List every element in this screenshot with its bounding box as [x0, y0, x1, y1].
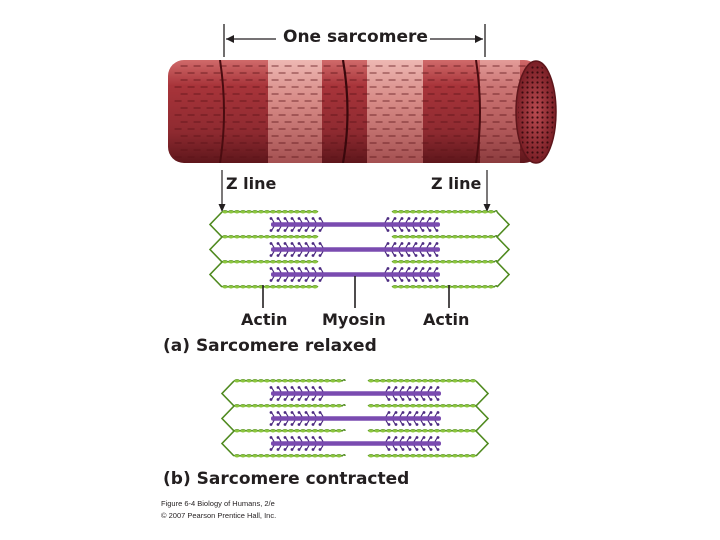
actin-filament: [367, 379, 477, 383]
contracted-sarcomere-filaments: [220, 379, 490, 458]
actin-filament: [221, 285, 319, 289]
z-line: [474, 380, 490, 457]
z-line-pointers: [218, 170, 491, 212]
muscle-fiber-cylinder: [168, 60, 557, 164]
z-line-band: [475, 60, 481, 163]
myosin-filament: [269, 267, 440, 282]
panel-b-caption: (b) Sarcomere contracted: [163, 469, 409, 489]
z-line: [220, 380, 236, 457]
actin-left-label: Actin: [241, 310, 288, 329]
actin-filament: [391, 235, 498, 239]
down-arrow-icon: [218, 204, 226, 212]
i-band-light: [268, 60, 322, 163]
filament-leader-lines: [262, 276, 450, 308]
actin-filament: [391, 285, 498, 289]
down-arrow-icon: [483, 204, 491, 212]
actin-filament: [221, 210, 319, 214]
actin-filament: [233, 379, 346, 383]
z-line-right-label: Z line: [431, 174, 482, 193]
actin-filament: [367, 454, 477, 458]
myosin-filament: [269, 242, 440, 257]
copyright-credit: © 2007 Pearson Prentice Hall, Inc.: [161, 511, 277, 520]
myofibril-cross-section: [518, 64, 554, 160]
i-band-light: [480, 60, 520, 163]
actin-filament: [391, 210, 498, 214]
actin-filament: [367, 429, 477, 433]
actin-filament: [233, 454, 346, 458]
z-line-band: [219, 60, 225, 163]
actin-filament: [221, 260, 319, 264]
sarcomere-length-arrow: [223, 24, 486, 57]
myosin-filament: [269, 217, 440, 232]
myosin-filament: [269, 386, 441, 401]
panel-b-letter: (b): [163, 469, 191, 489]
myosin-filament: [269, 411, 441, 426]
panel-a-letter: (a): [163, 336, 191, 356]
actin-filament: [233, 404, 346, 408]
myosin-label: Myosin: [322, 310, 386, 329]
actin-filament: [391, 260, 498, 264]
panel-a-caption: (a) Sarcomere relaxed: [163, 336, 377, 356]
relaxed-sarcomere-filaments: [208, 210, 511, 289]
z-line: [495, 211, 511, 288]
arrowhead-left-icon: [226, 35, 234, 43]
z-line-left-label: Z line: [226, 174, 277, 193]
myosin-filament: [269, 436, 441, 451]
z-line: [208, 211, 224, 288]
actin-right-label: Actin: [423, 310, 470, 329]
arrowhead-right-icon: [475, 35, 483, 43]
m-line-band: [341, 60, 349, 163]
actin-filament: [221, 235, 319, 239]
i-band-light: [367, 60, 423, 163]
panel-b-caption-text: Sarcomere contracted: [196, 469, 410, 489]
actin-filament: [367, 404, 477, 408]
one-sarcomere-label: One sarcomere: [283, 27, 428, 47]
panel-a-caption-text: Sarcomere relaxed: [195, 336, 377, 356]
figure-credit: Figure 6-4 Biology of Humans, 2/e: [161, 499, 275, 508]
actin-filament: [233, 429, 346, 433]
